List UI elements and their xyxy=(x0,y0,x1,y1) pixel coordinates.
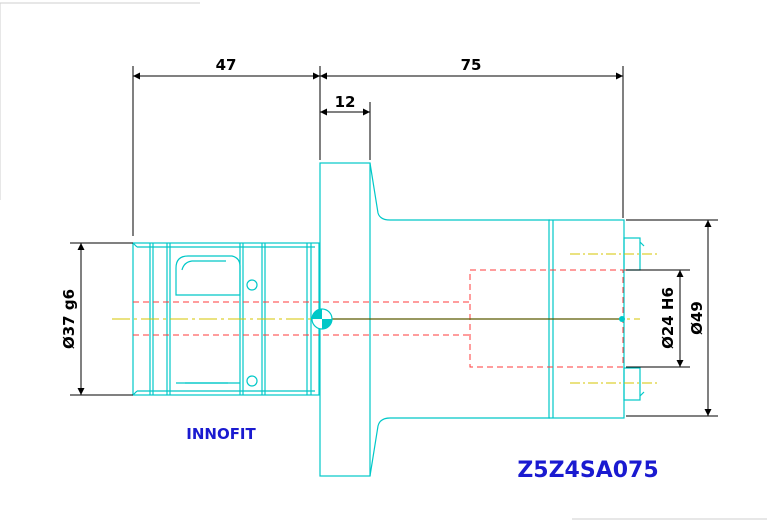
clamping-flat xyxy=(175,255,241,296)
dimension-lines xyxy=(70,66,718,417)
brand-label: INNOFIT xyxy=(186,425,256,443)
part-number-label: Z5Z4SA075 xyxy=(517,458,658,483)
pin-bottom xyxy=(623,367,641,401)
centerlines xyxy=(112,253,660,384)
dim-75-label: 75 xyxy=(461,56,482,74)
dim-bore-dia-label: Ø24 H6 xyxy=(659,287,677,349)
dim-12-label: 12 xyxy=(335,93,356,111)
dim-body-dia-label: Ø49 xyxy=(688,301,706,335)
center-marker xyxy=(311,308,625,330)
dim-shank-dia-label: Ø37 g6 xyxy=(60,289,78,349)
dim-47-label: 47 xyxy=(216,56,237,74)
